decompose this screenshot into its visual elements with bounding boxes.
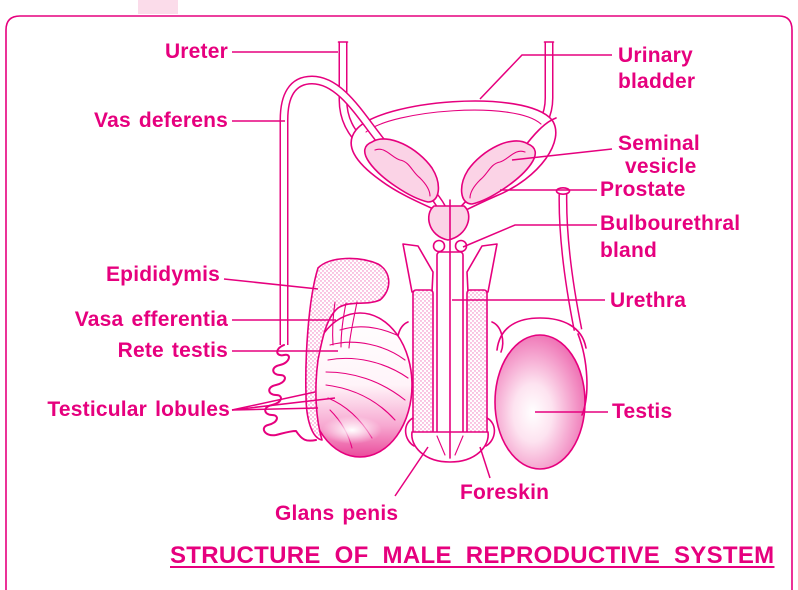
prostate-gland <box>429 206 469 240</box>
left-testis-highlight <box>322 416 382 444</box>
glans-penis-leader <box>395 447 428 496</box>
bulbourethral-leader <box>463 225 597 247</box>
prostate-label: Prostate <box>600 178 686 202</box>
urinary-bladder-label-line2: bladder <box>618 70 695 94</box>
epididymis-label: Epididymis <box>106 263 220 287</box>
vasa-efferentia-label: Vasa efferentia <box>75 308 228 332</box>
testicular-lobules-label: Testicular lobules <box>47 398 230 422</box>
bulbourethral-label-line2: bland <box>600 239 657 263</box>
diagram-title: STRUCTURE OF MALE REPRODUCTIVE SYSTEM <box>170 542 774 570</box>
foreskin-label: Foreskin <box>460 481 549 505</box>
left-crus <box>403 244 433 292</box>
left-corpus-cavernosum <box>413 290 433 435</box>
epididymis-leader <box>224 279 318 289</box>
ureter-label: Ureter <box>165 40 228 64</box>
urinary-bladder-label-line1: Urinary <box>618 44 693 68</box>
right-crus <box>467 244 497 292</box>
seminal-vesicle-label-line1: Seminal <box>618 132 700 156</box>
right-testis <box>495 335 585 469</box>
right-corpus-cavernosum <box>467 290 487 435</box>
vas-deferens-label: Vas deferens <box>94 109 228 133</box>
left-bulbourethral-gland <box>434 241 445 252</box>
bulbourethral-label-line1: Bulbourethral <box>600 212 740 236</box>
testis-label: Testis <box>612 400 672 424</box>
right-spermatic-cord <box>557 188 579 330</box>
foreskin-leader <box>480 447 490 478</box>
glans-penis-label: Glans penis <box>275 502 398 526</box>
seminal-vesicle-label-line2: vesicle <box>625 155 696 179</box>
urethra-label: Urethra <box>610 289 686 313</box>
rete-testis-label: Rete testis <box>118 339 228 363</box>
